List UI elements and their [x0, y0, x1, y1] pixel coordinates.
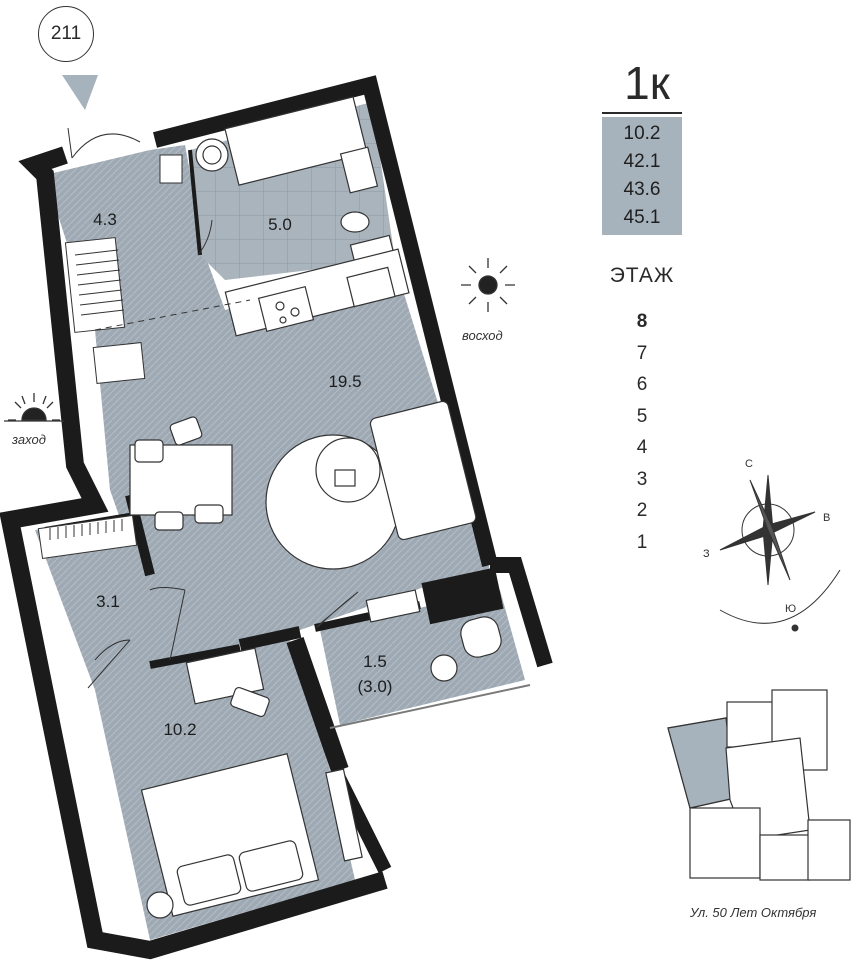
- type-divider: [602, 112, 682, 114]
- room-area-bathroom: 5.0: [268, 215, 292, 234]
- sunset-label: заход: [12, 432, 46, 447]
- floor-item[interactable]: 7: [636, 342, 648, 364]
- door-swings: [67, 127, 359, 689]
- floor-item[interactable]: 3: [636, 468, 648, 490]
- compass-east-label: В: [823, 512, 830, 524]
- room-area-balcony-full: (3.0): [358, 677, 393, 696]
- area-living: 10.2: [623, 123, 661, 144]
- area-summary-box: 10.2 42.1 43.6 45.1: [602, 117, 682, 235]
- floor-title: ЭТАЖ: [609, 264, 675, 287]
- closet-rack: [37, 514, 138, 559]
- bathroom-fixtures: [195, 96, 395, 264]
- sunrise-icon: [461, 258, 515, 312]
- room-type-label: 1к: [624, 57, 670, 109]
- bedroom-furniture: [140, 647, 363, 919]
- compass-west-label: З: [703, 548, 710, 560]
- area-total-balcony-reduced: 43.6: [623, 179, 661, 200]
- compass-rose-icon: [719, 474, 841, 632]
- apartment-number-badge: 211: [38, 6, 94, 62]
- entrance-arrow: [62, 75, 98, 110]
- floor-item[interactable]: 5: [636, 405, 648, 427]
- floor-item[interactable]: 1: [636, 531, 648, 553]
- area-total-balcony-full: 45.1: [623, 207, 661, 228]
- living-furniture: [265, 400, 477, 570]
- kitchen-unit: [224, 248, 410, 337]
- sunset-icon: [4, 393, 64, 422]
- floor-item[interactable]: 6: [636, 374, 648, 395]
- room-area-hall: 4.3: [93, 210, 117, 229]
- floor-list: 8 7 6 5 4 3 2 1: [612, 306, 672, 558]
- street-label: Ул. 50 Лет Октября: [690, 905, 817, 920]
- building-key-plan: [667, 689, 851, 881]
- room-area-wardrobe: 3.1: [96, 592, 120, 611]
- room-area-living: 19.5: [328, 372, 361, 391]
- floor-item-current[interactable]: 8: [636, 311, 648, 332]
- hall-wardrobe: [64, 154, 183, 384]
- room-area-balcony: 1.5: [363, 652, 387, 671]
- floor-item[interactable]: 2: [636, 500, 648, 521]
- area-total: 42.1: [623, 151, 661, 172]
- compass-south-label: Ю: [785, 603, 796, 615]
- floor-item[interactable]: 4: [636, 437, 648, 458]
- room-area-bedroom: 10.2: [163, 720, 196, 739]
- sunrise-label: восход: [462, 328, 503, 343]
- balcony-furniture: [365, 589, 502, 682]
- dining-set: [129, 416, 233, 531]
- compass-north-label: С: [745, 458, 753, 470]
